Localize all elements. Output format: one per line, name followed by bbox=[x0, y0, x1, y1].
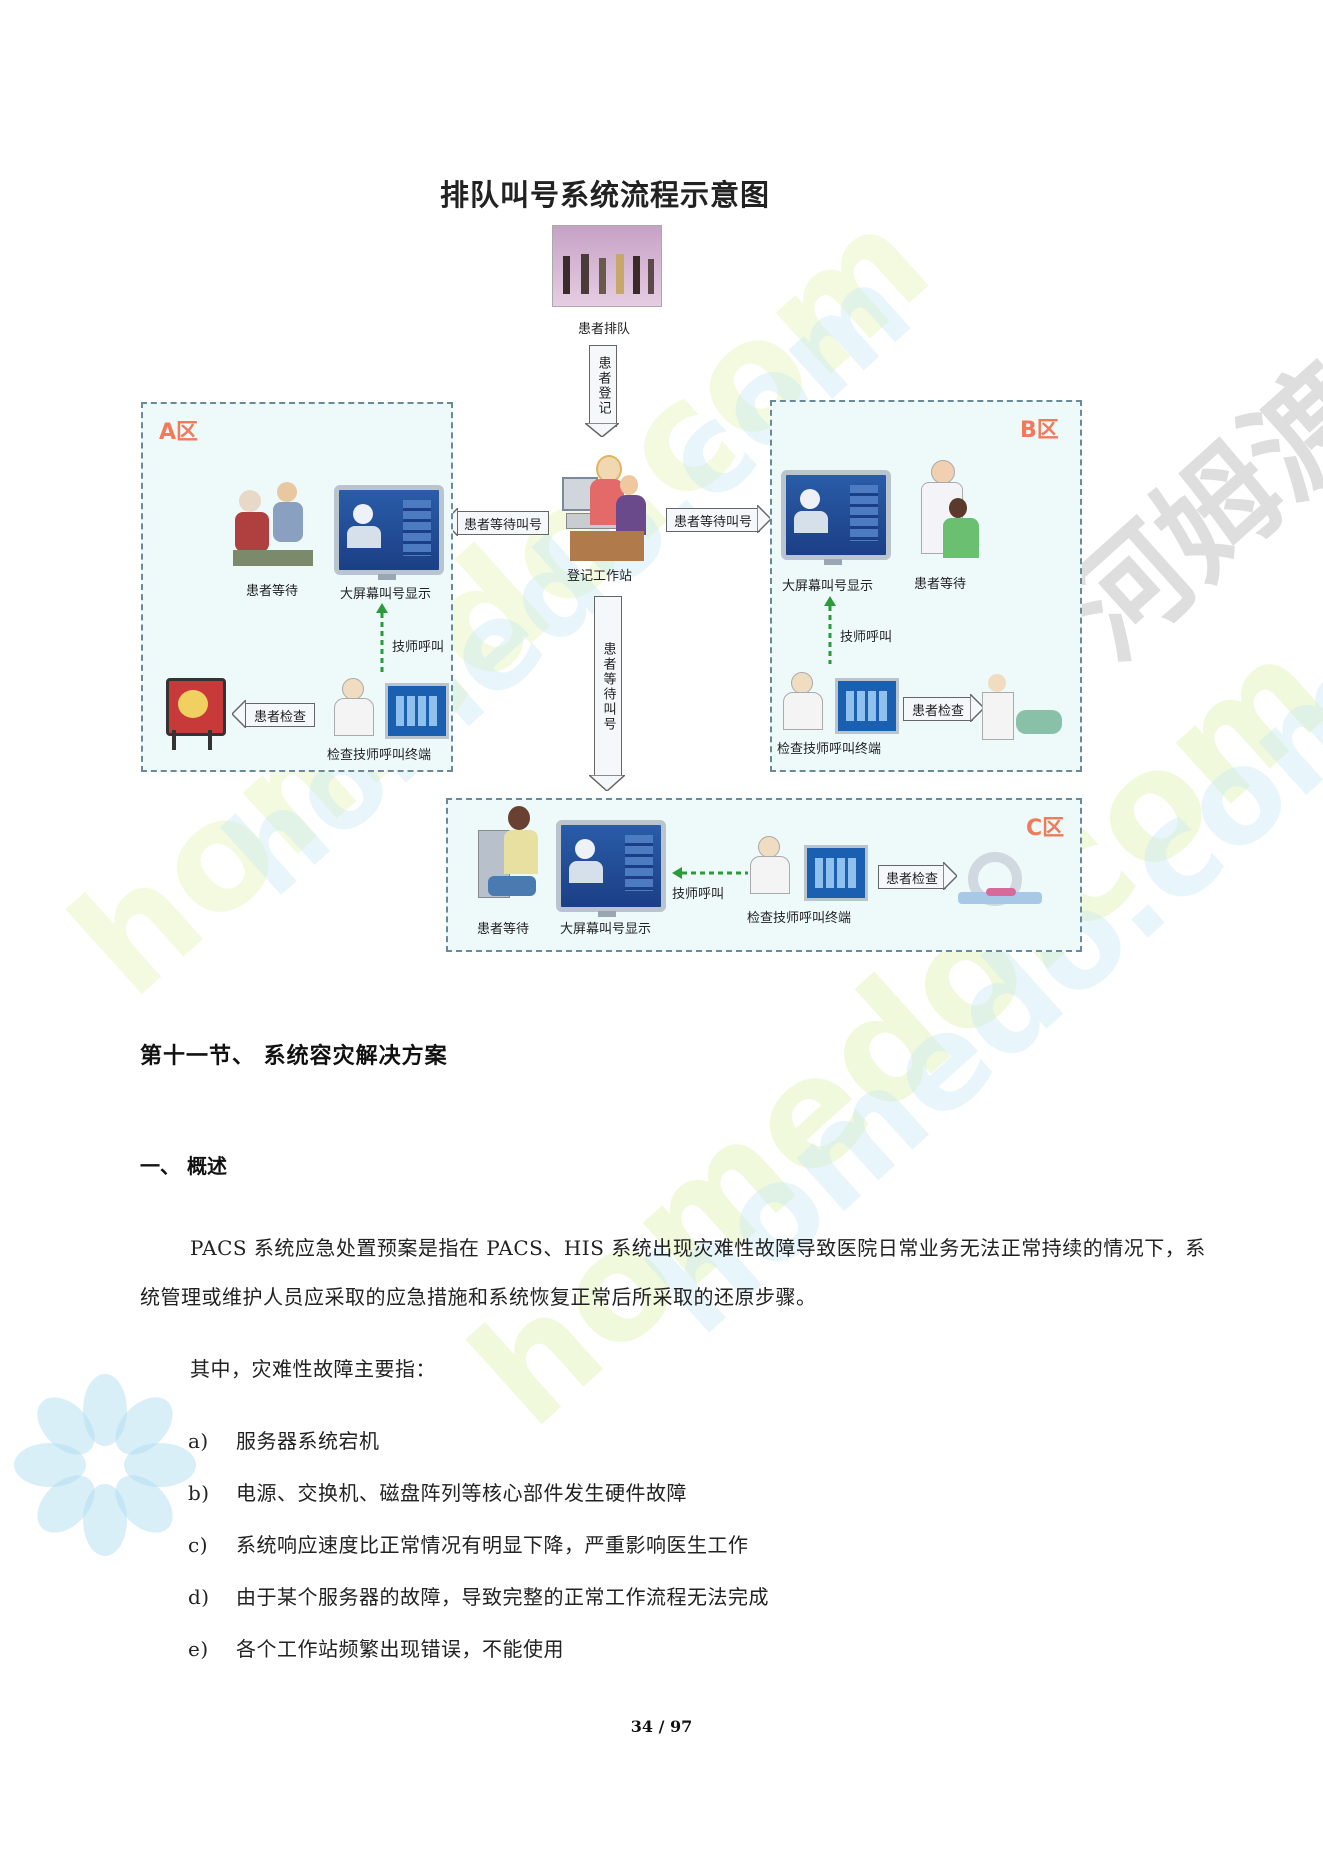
b-terminal-label: 检查技师呼叫终端 bbox=[777, 742, 882, 757]
technician-illustration bbox=[328, 678, 378, 738]
registration-workstation-illustration bbox=[560, 455, 650, 565]
a-wait-label: 患者等待 bbox=[246, 584, 299, 599]
c-monitor-stand bbox=[598, 911, 616, 917]
list-marker: c) bbox=[188, 1533, 209, 1557]
b-technician-illustration bbox=[777, 672, 827, 732]
page-number: 34 / 97 bbox=[630, 1717, 693, 1736]
exam-machine-illustration bbox=[160, 672, 226, 752]
b-exam-arrow: 患者检查 bbox=[903, 697, 973, 721]
section-heading: 第十一节、 系统容灾解决方案 bbox=[140, 1044, 448, 1069]
b-call-terminal-illustration bbox=[835, 678, 899, 734]
b-call-screen-illustration bbox=[781, 470, 891, 560]
a-exam-arrow: 患者检查 bbox=[245, 703, 315, 727]
zone-a-label: A区 bbox=[159, 420, 199, 445]
wait-call-arrow-down: 患者等待叫号 bbox=[594, 596, 622, 778]
list-text: 服务器系统宕机 bbox=[236, 1429, 380, 1453]
workstation-label: 登记工作站 bbox=[567, 569, 633, 584]
wait-call-arrow-left: 患者等待叫号 bbox=[457, 511, 549, 535]
zone-c-label: C区 bbox=[1026, 816, 1065, 841]
list-marker: a) bbox=[188, 1429, 209, 1453]
a-tech-call-arrow bbox=[376, 603, 388, 673]
diagram-title: 排队叫号系统流程示意图 bbox=[440, 178, 771, 212]
a-terminal-label: 检查技师呼叫终端 bbox=[327, 748, 432, 763]
list-item: d) 由于某个服务器的故障，导致完整的正常工作流程无法完成 bbox=[188, 1581, 769, 1610]
list-marker: b) bbox=[188, 1481, 210, 1505]
list-text: 电源、交换机、磁盘阵列等核心部件发生硬件故障 bbox=[236, 1481, 687, 1505]
wait-call-arrow-right: 患者等待叫号 bbox=[666, 508, 760, 532]
a-tech-call-label: 技师呼叫 bbox=[392, 640, 445, 655]
c-technician-illustration bbox=[744, 836, 794, 896]
a-screen-label: 大屏幕叫号显示 bbox=[340, 587, 432, 602]
b-waiting-patient-illustration bbox=[903, 458, 983, 568]
c-screen-label: 大屏幕叫号显示 bbox=[560, 922, 652, 937]
list-text: 由于某个服务器的故障，导致完整的正常工作流程无法完成 bbox=[236, 1585, 769, 1609]
list-item: a) 服务器系统宕机 bbox=[188, 1425, 380, 1454]
queue-photo bbox=[552, 225, 662, 307]
c-waiting-patient-illustration bbox=[474, 806, 544, 906]
list-marker: d) bbox=[188, 1585, 210, 1609]
list-marker: e) bbox=[188, 1637, 209, 1661]
b-screen-label: 大屏幕叫号显示 bbox=[782, 579, 874, 594]
c-exam-scanner-illustration bbox=[958, 848, 1042, 918]
arrow-head-down bbox=[585, 423, 619, 437]
a-monitor-stand bbox=[378, 574, 396, 580]
flower-logo-watermark bbox=[14, 1374, 196, 1556]
list-item: b) 电源、交换机、磁盘阵列等核心部件发生硬件故障 bbox=[188, 1477, 687, 1506]
b-tech-call-arrow bbox=[824, 596, 836, 664]
c-call-screen-illustration bbox=[556, 820, 666, 912]
list-item: c) 系统响应速度比正常情况有明显下降，严重影响医生工作 bbox=[188, 1529, 749, 1558]
list-text: 系统响应速度比正常情况有明显下降，严重影响医生工作 bbox=[236, 1533, 749, 1557]
b-tech-call-label: 技师呼叫 bbox=[840, 630, 893, 645]
arrow-head-down bbox=[589, 775, 625, 791]
b-wait-label: 患者等待 bbox=[914, 577, 967, 592]
c-exam-arrow: 患者检查 bbox=[878, 865, 946, 889]
c-terminal-label: 检查技师呼叫终端 bbox=[747, 911, 852, 926]
subheading-overview: 一、 概述 bbox=[140, 1154, 227, 1178]
list-text: 各个工作站频繁出现错误，不能使用 bbox=[236, 1637, 564, 1661]
a-call-terminal-illustration bbox=[385, 683, 449, 739]
arrow-head-left bbox=[232, 700, 246, 728]
a-call-screen-illustration bbox=[334, 485, 444, 575]
b-monitor-stand bbox=[824, 559, 842, 565]
b-exam-illustration bbox=[980, 670, 1066, 750]
list-item: e) 各个工作站频繁出现错误，不能使用 bbox=[188, 1633, 564, 1662]
c-tech-call-arrow bbox=[672, 867, 748, 879]
paragraph-overview: PACS 系统应急处置预案是指在 PACS、HIS 系统出现灾难性故障导致医院日… bbox=[140, 1236, 1206, 1309]
c-call-terminal-illustration bbox=[804, 845, 868, 901]
arrow-head-right bbox=[970, 694, 984, 722]
paragraph-faults-intro: 其中，灾难性故障主要指： bbox=[190, 1357, 436, 1381]
c-wait-label: 患者等待 bbox=[477, 922, 530, 937]
zone-b-label: B区 bbox=[1020, 418, 1059, 443]
arrow-head-right bbox=[757, 505, 771, 533]
register-arrow: 患者登记 bbox=[589, 345, 617, 427]
arrow-head-right bbox=[943, 862, 957, 890]
waiting-patients-illustration bbox=[233, 478, 313, 568]
c-tech-call-label: 技师呼叫 bbox=[672, 887, 725, 902]
queue-label: 患者排队 bbox=[578, 322, 631, 337]
